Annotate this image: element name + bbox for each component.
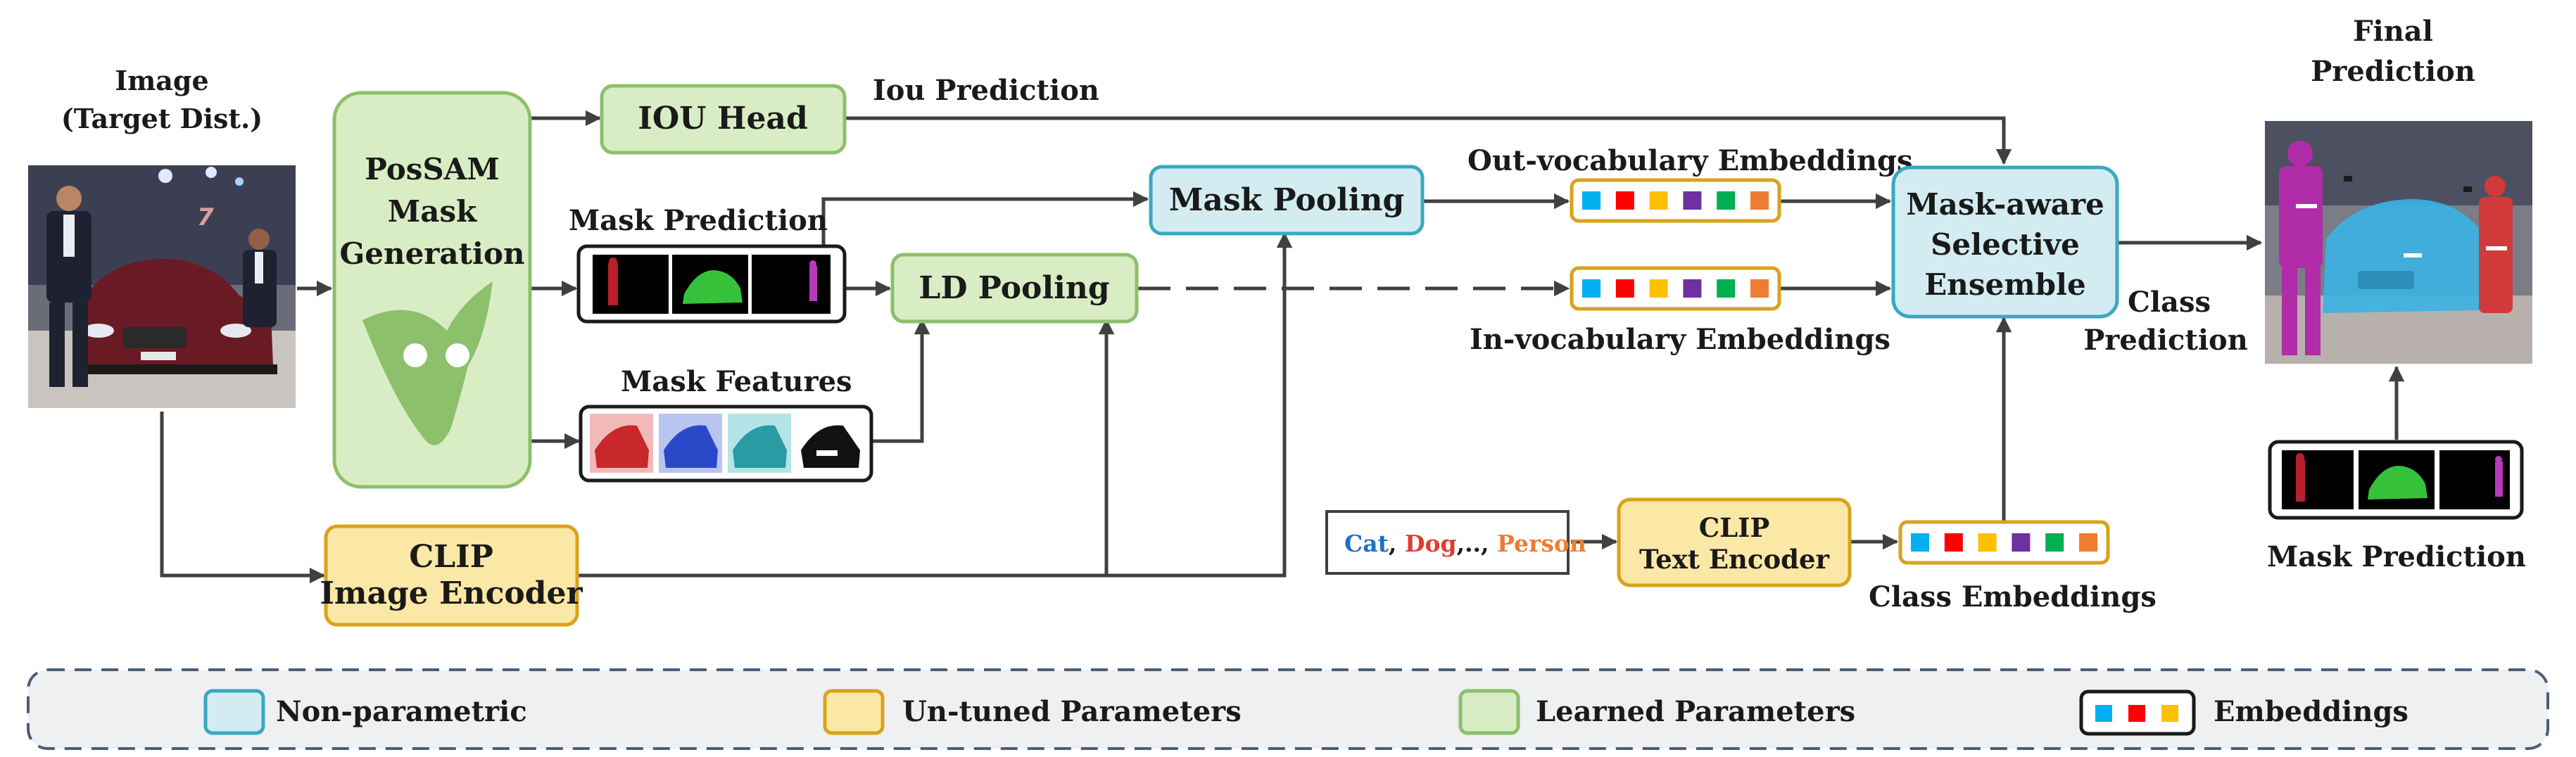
embedding-square [1615, 191, 1634, 210]
class-sep1: , [1389, 530, 1405, 557]
arrow-maskfeat-to-ld [873, 318, 930, 443]
mask-features-label: Mask Features [621, 365, 852, 398]
embedding-square [2012, 533, 2031, 552]
clip-text-encoder-line2: Text Encoder [1639, 544, 1830, 575]
embedding-square [1649, 191, 1668, 210]
clip-image-encoder-line1: CLIP [409, 539, 493, 575]
clip-text-encoder-line1: CLIP [1699, 512, 1770, 543]
mask-pooling-label: Mask Pooling [1169, 182, 1405, 218]
embedding-square [2079, 533, 2097, 552]
ensemble-line1: Mask-aware [1906, 187, 2104, 222]
embedding-square [2045, 533, 2064, 552]
out-vocab-label: Out-vocabulary Embeddings [1467, 144, 1913, 177]
legend-embeddings-label: Embeddings [2214, 695, 2408, 728]
in-vocab-embeddings [1570, 266, 1781, 311]
final-prediction-image [2265, 121, 2532, 364]
ensemble-line3: Ensemble [1924, 267, 2085, 302]
final-mask-prediction-label: Mask Prediction [2267, 540, 2526, 573]
arrow-clip-to-maskpool [1106, 231, 1293, 578]
legend-learned: Learned Parameters [1458, 689, 1855, 735]
clip-text-encoder-node: CLIP Text Encoder [1617, 497, 1852, 587]
embedding-square [1717, 191, 1736, 210]
embedding-frame [1570, 178, 1781, 223]
class-dog: Dog [1405, 530, 1457, 557]
in-vocab-label: In-vocabulary Embeddings [1470, 323, 1890, 356]
final-prediction-line2: Prediction [2311, 55, 2475, 88]
embedding-square [1750, 279, 1769, 298]
clip-image-encoder-node: CLIP Image Encoder [320, 524, 583, 627]
legend-learned-label: Learned Parameters [1536, 695, 1855, 728]
ensemble-node: Mask-aware Selective Ensemble [1891, 165, 2119, 319]
mask-prediction-strip [576, 244, 847, 324]
embedding-frame [1898, 520, 2110, 565]
embedding-square [1615, 279, 1634, 298]
input-title-line1: Image [115, 65, 208, 96]
embedding-square [1750, 191, 1769, 210]
mask-pooling-node: Mask Pooling [1149, 165, 1425, 236]
iou-head-node: IOU Head [600, 84, 847, 155]
input-section: Image (Target Dist.) 7 [28, 65, 296, 408]
ensemble-line2: Selective [1931, 227, 2080, 262]
class-cat: Cat [1344, 530, 1389, 557]
embedding-square [1582, 191, 1600, 210]
ld-pooling-node: LD Pooling [890, 253, 1139, 324]
class-prediction-line2: Prediction [2083, 324, 2248, 357]
class-prediction-line1: Class [2128, 286, 2211, 319]
final-prediction-line1: Final [2353, 15, 2433, 48]
possam-line2: Mask [388, 194, 477, 229]
input-photo: 7 [28, 165, 296, 408]
class-names-box: Cat, Dog,.., Person [1325, 510, 1586, 575]
class-sep2: ,.., [1457, 530, 1497, 557]
iou-prediction-label: Iou Prediction [873, 74, 1099, 107]
input-title-line2: (Target Dist.) [61, 103, 263, 134]
mask-prediction-label: Mask Prediction [569, 204, 828, 237]
svg-text:Cat, Dog,.., Person: Cat, Dog,.., Person [1344, 530, 1586, 557]
arrow-iou-to-ensemble [846, 116, 2012, 165]
possam-line3: Generation [339, 236, 524, 271]
embedding-square [1911, 533, 1929, 552]
out-vocab-embeddings [1570, 178, 1781, 223]
mask-features-strip [579, 405, 873, 483]
embedding-frame [1570, 266, 1781, 311]
connectors [160, 110, 2405, 584]
ld-pooling-label: LD Pooling [918, 270, 1109, 306]
embedding-square [1717, 279, 1736, 298]
possam-node: PosSAM Mask Generation [332, 91, 532, 489]
final-mask-prediction-strip [2268, 440, 2524, 520]
legend: Non-parametric Un-tuned Parameters Learn… [27, 668, 2549, 750]
svg-text:7: 7 [197, 203, 214, 231]
embedding-square [1683, 191, 1702, 210]
arrow-image-to-clip [160, 412, 326, 584]
embedding-square [1944, 533, 1963, 552]
clip-image-encoder-line2: Image Encoder [320, 575, 583, 611]
class-embeddings [1898, 520, 2110, 565]
possam-logo-icon [362, 281, 493, 445]
legend-untuned: Un-tuned Parameters [823, 689, 1242, 735]
embedding-square [1649, 279, 1668, 298]
class-embeddings-label: Class Embeddings [1869, 580, 2157, 613]
possam-line1: PosSAM [365, 152, 500, 186]
class-person: Person [1497, 530, 1586, 557]
legend-untuned-label: Un-tuned Parameters [902, 695, 1242, 728]
iou-head-label: IOU Head [638, 101, 807, 136]
embedding-square [1582, 279, 1600, 298]
embedding-square [1683, 279, 1702, 298]
legend-non-parametric: Non-parametric [203, 689, 527, 735]
arrow-maskpred-to-maskpool [821, 191, 1149, 245]
legend-non-parametric-label: Non-parametric [276, 695, 527, 728]
legend-embeddings: Embeddings [2079, 689, 2408, 736]
embedding-square [1978, 533, 1997, 552]
